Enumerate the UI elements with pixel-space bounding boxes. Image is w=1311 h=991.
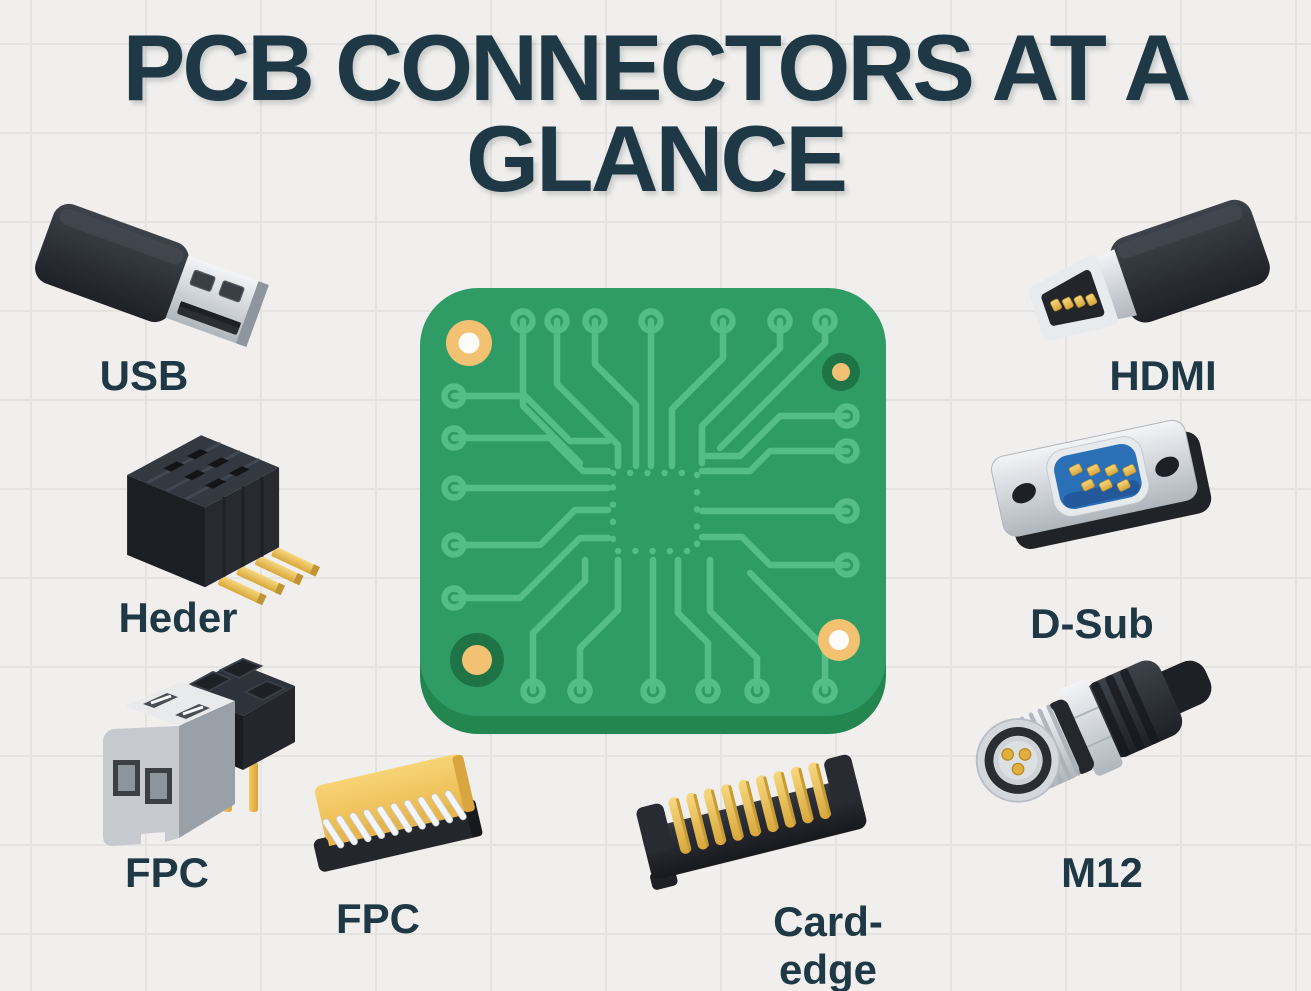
terminal-block-body	[103, 682, 235, 846]
hdmi-connector-figure	[1008, 183, 1270, 355]
fpc-left-connector-figure	[95, 648, 300, 848]
card-edge-label: Card-edge	[773, 898, 883, 991]
usb-connector-icon	[35, 203, 269, 348]
card-edge-connector-icon	[636, 754, 867, 890]
card-edge-connector-figure	[626, 754, 867, 923]
hdmi-connector-icon	[1028, 199, 1270, 341]
usb-label: USB	[99, 352, 189, 399]
pcb-mounting-holes	[446, 320, 860, 687]
terminal-block-icon	[103, 657, 295, 846]
m12-label: M12	[1061, 849, 1143, 896]
header-label: Heder	[118, 594, 238, 641]
dsub-label: D-Sub	[1030, 600, 1154, 647]
pcb-traces	[450, 317, 851, 695]
dsub-connector-figure	[983, 413, 1223, 613]
m12-connector-icon	[975, 660, 1212, 803]
fpc-bottom-label: FPC	[336, 895, 420, 942]
header-connector-figure	[108, 420, 320, 610]
fpc-bottom-connector-figure	[294, 746, 494, 896]
pin-header-pins	[218, 546, 320, 606]
pcb-board-figure	[420, 288, 886, 738]
usb-connector-figure	[28, 183, 278, 355]
m12-connector-figure	[958, 660, 1220, 851]
pcb-ring-pads	[441, 308, 860, 704]
pin-header-icon	[127, 435, 320, 606]
fpc-left-label: FPC	[125, 849, 209, 896]
page-title: PCB CONNECTORS AT A GLANCE	[0, 15, 1311, 212]
dsub-connector-icon	[991, 419, 1212, 549]
pcb-chip-dot-outline	[609, 469, 701, 555]
fpc-connector-icon	[313, 754, 483, 872]
page-title-text: PCB CONNECTORS AT A GLANCE	[122, 15, 1192, 212]
pcb-board-illustration	[420, 288, 886, 734]
hdmi-label: HDMI	[1109, 352, 1217, 399]
